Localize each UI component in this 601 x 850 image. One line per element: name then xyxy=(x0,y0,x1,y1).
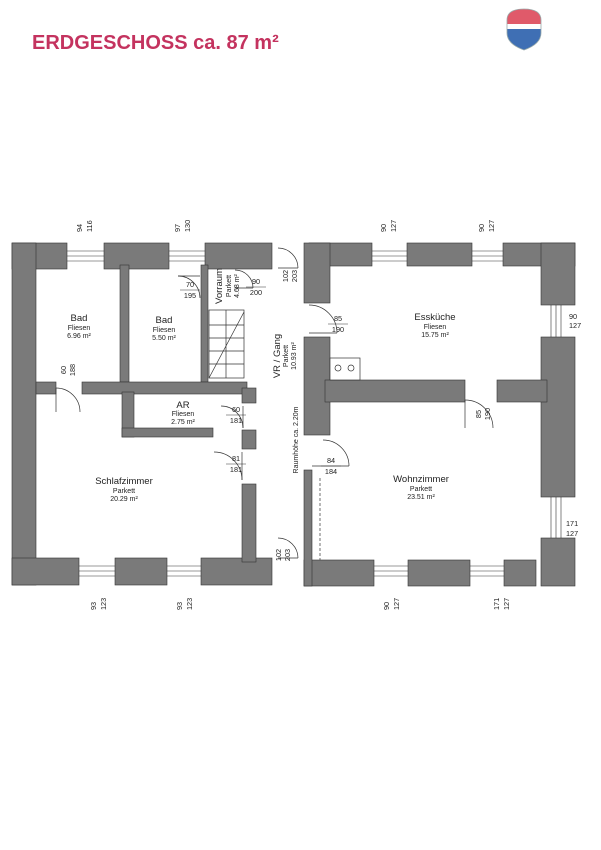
door-swings xyxy=(55,247,494,560)
svg-text:4.68 m²: 4.68 m² xyxy=(234,273,241,297)
windows xyxy=(67,250,562,577)
svg-text:90: 90 xyxy=(569,312,577,321)
svg-text:181: 181 xyxy=(230,465,242,474)
svg-text:Bad: Bad xyxy=(71,313,88,324)
svg-text:Bad: Bad xyxy=(156,315,173,326)
svg-text:188: 188 xyxy=(68,364,77,376)
svg-text:Fliesen: Fliesen xyxy=(424,324,447,331)
svg-text:184: 184 xyxy=(325,467,337,476)
svg-text:181: 181 xyxy=(230,416,242,425)
svg-text:102: 102 xyxy=(281,270,290,282)
kitchen-stove-icon xyxy=(329,357,361,381)
svg-text:195: 195 xyxy=(184,291,196,300)
floor-title: ERDGESCHOSS ca. 87 m² xyxy=(32,32,279,54)
svg-text:Wohnzimmer: Wohnzimmer xyxy=(393,474,449,485)
svg-text:116: 116 xyxy=(85,220,94,232)
svg-text:94: 94 xyxy=(75,224,84,232)
svg-text:5.50 m²: 5.50 m² xyxy=(152,335,176,342)
svg-text:93: 93 xyxy=(175,602,184,610)
svg-text:23.51 m²: 23.51 m² xyxy=(407,494,435,501)
svg-text:Parkett: Parkett xyxy=(283,345,290,367)
svg-text:203: 203 xyxy=(283,549,292,561)
svg-text:15.75 m²: 15.75 m² xyxy=(421,332,449,339)
svg-text:127: 127 xyxy=(569,321,581,330)
svg-text:60: 60 xyxy=(232,405,240,414)
house-logo-icon xyxy=(506,8,542,51)
svg-text:90: 90 xyxy=(477,224,486,232)
svg-text:123: 123 xyxy=(99,598,108,610)
svg-text:127: 127 xyxy=(389,220,398,232)
svg-text:Fliesen: Fliesen xyxy=(172,411,195,418)
svg-text:Vorraum: Vorraum xyxy=(214,268,225,304)
svg-text:127: 127 xyxy=(487,220,496,232)
window-dimensions: 94 116 97 130 90 127 90 127 90 127 171 1… xyxy=(75,220,581,610)
svg-text:VR / Gang: VR / Gang xyxy=(272,334,283,378)
svg-text:90: 90 xyxy=(382,602,391,610)
svg-text:85: 85 xyxy=(334,314,342,323)
svg-text:171: 171 xyxy=(492,598,501,610)
svg-text:203: 203 xyxy=(290,270,299,282)
svg-text:123: 123 xyxy=(185,598,194,610)
svg-text:20.29 m²: 20.29 m² xyxy=(110,496,138,503)
door-dimensions: 70 195 90 200 102 203 60 188 60 181 81 1… xyxy=(59,270,492,561)
svg-text:171: 171 xyxy=(566,519,578,528)
svg-text:Parkett: Parkett xyxy=(410,486,432,493)
room-gang: VR / Gang Parkett 10.93 m² xyxy=(272,334,298,378)
walls xyxy=(11,242,576,587)
svg-text:2.75 m²: 2.75 m² xyxy=(171,419,195,426)
svg-text:127: 127 xyxy=(566,529,578,538)
svg-text:102: 102 xyxy=(274,549,283,561)
svg-text:85: 85 xyxy=(474,410,483,418)
svg-text:97: 97 xyxy=(173,224,182,232)
room-bad-2: Bad Fliesen 5.50 m² xyxy=(152,315,176,342)
svg-text:190: 190 xyxy=(332,325,344,334)
svg-text:Parkett: Parkett xyxy=(113,488,135,495)
ceiling-height-label: Raumhöhe ca. 2.20m xyxy=(293,406,300,473)
svg-text:Parkett: Parkett xyxy=(226,275,233,297)
svg-text:127: 127 xyxy=(502,598,511,610)
svg-text:190: 190 xyxy=(483,408,492,420)
staircase xyxy=(208,309,245,379)
svg-text:Schlafzimmer: Schlafzimmer xyxy=(95,476,153,487)
svg-text:Fliesen: Fliesen xyxy=(153,327,176,334)
svg-text:90: 90 xyxy=(252,277,260,286)
svg-text:60: 60 xyxy=(59,366,68,374)
svg-text:81: 81 xyxy=(232,454,240,463)
svg-text:200: 200 xyxy=(250,288,262,297)
svg-text:Essküche: Essküche xyxy=(414,312,455,323)
svg-text:93: 93 xyxy=(89,602,98,610)
svg-text:90: 90 xyxy=(379,224,388,232)
room-vorraum: Vorraum Parkett 4.68 m² xyxy=(214,268,241,304)
svg-text:70: 70 xyxy=(186,280,194,289)
svg-text:84: 84 xyxy=(327,456,335,465)
room-ar: AR Fliesen 2.75 m² xyxy=(171,400,195,426)
room-esskueche: Essküche Fliesen 15.75 m² xyxy=(414,312,455,339)
svg-text:130: 130 xyxy=(183,220,192,232)
room-wohnzimmer: Wohnzimmer Parkett 23.51 m² xyxy=(393,474,449,501)
svg-text:Fliesen: Fliesen xyxy=(68,325,91,332)
svg-text:127: 127 xyxy=(392,598,401,610)
svg-text:6.96 m²: 6.96 m² xyxy=(67,333,91,340)
room-bad-1: Bad Fliesen 6.96 m² xyxy=(67,313,91,340)
svg-text:10.93 m²: 10.93 m² xyxy=(291,342,298,370)
room-schlafzimmer: Schlafzimmer Parkett 20.29 m² xyxy=(95,476,153,503)
svg-text:AR: AR xyxy=(176,400,189,411)
